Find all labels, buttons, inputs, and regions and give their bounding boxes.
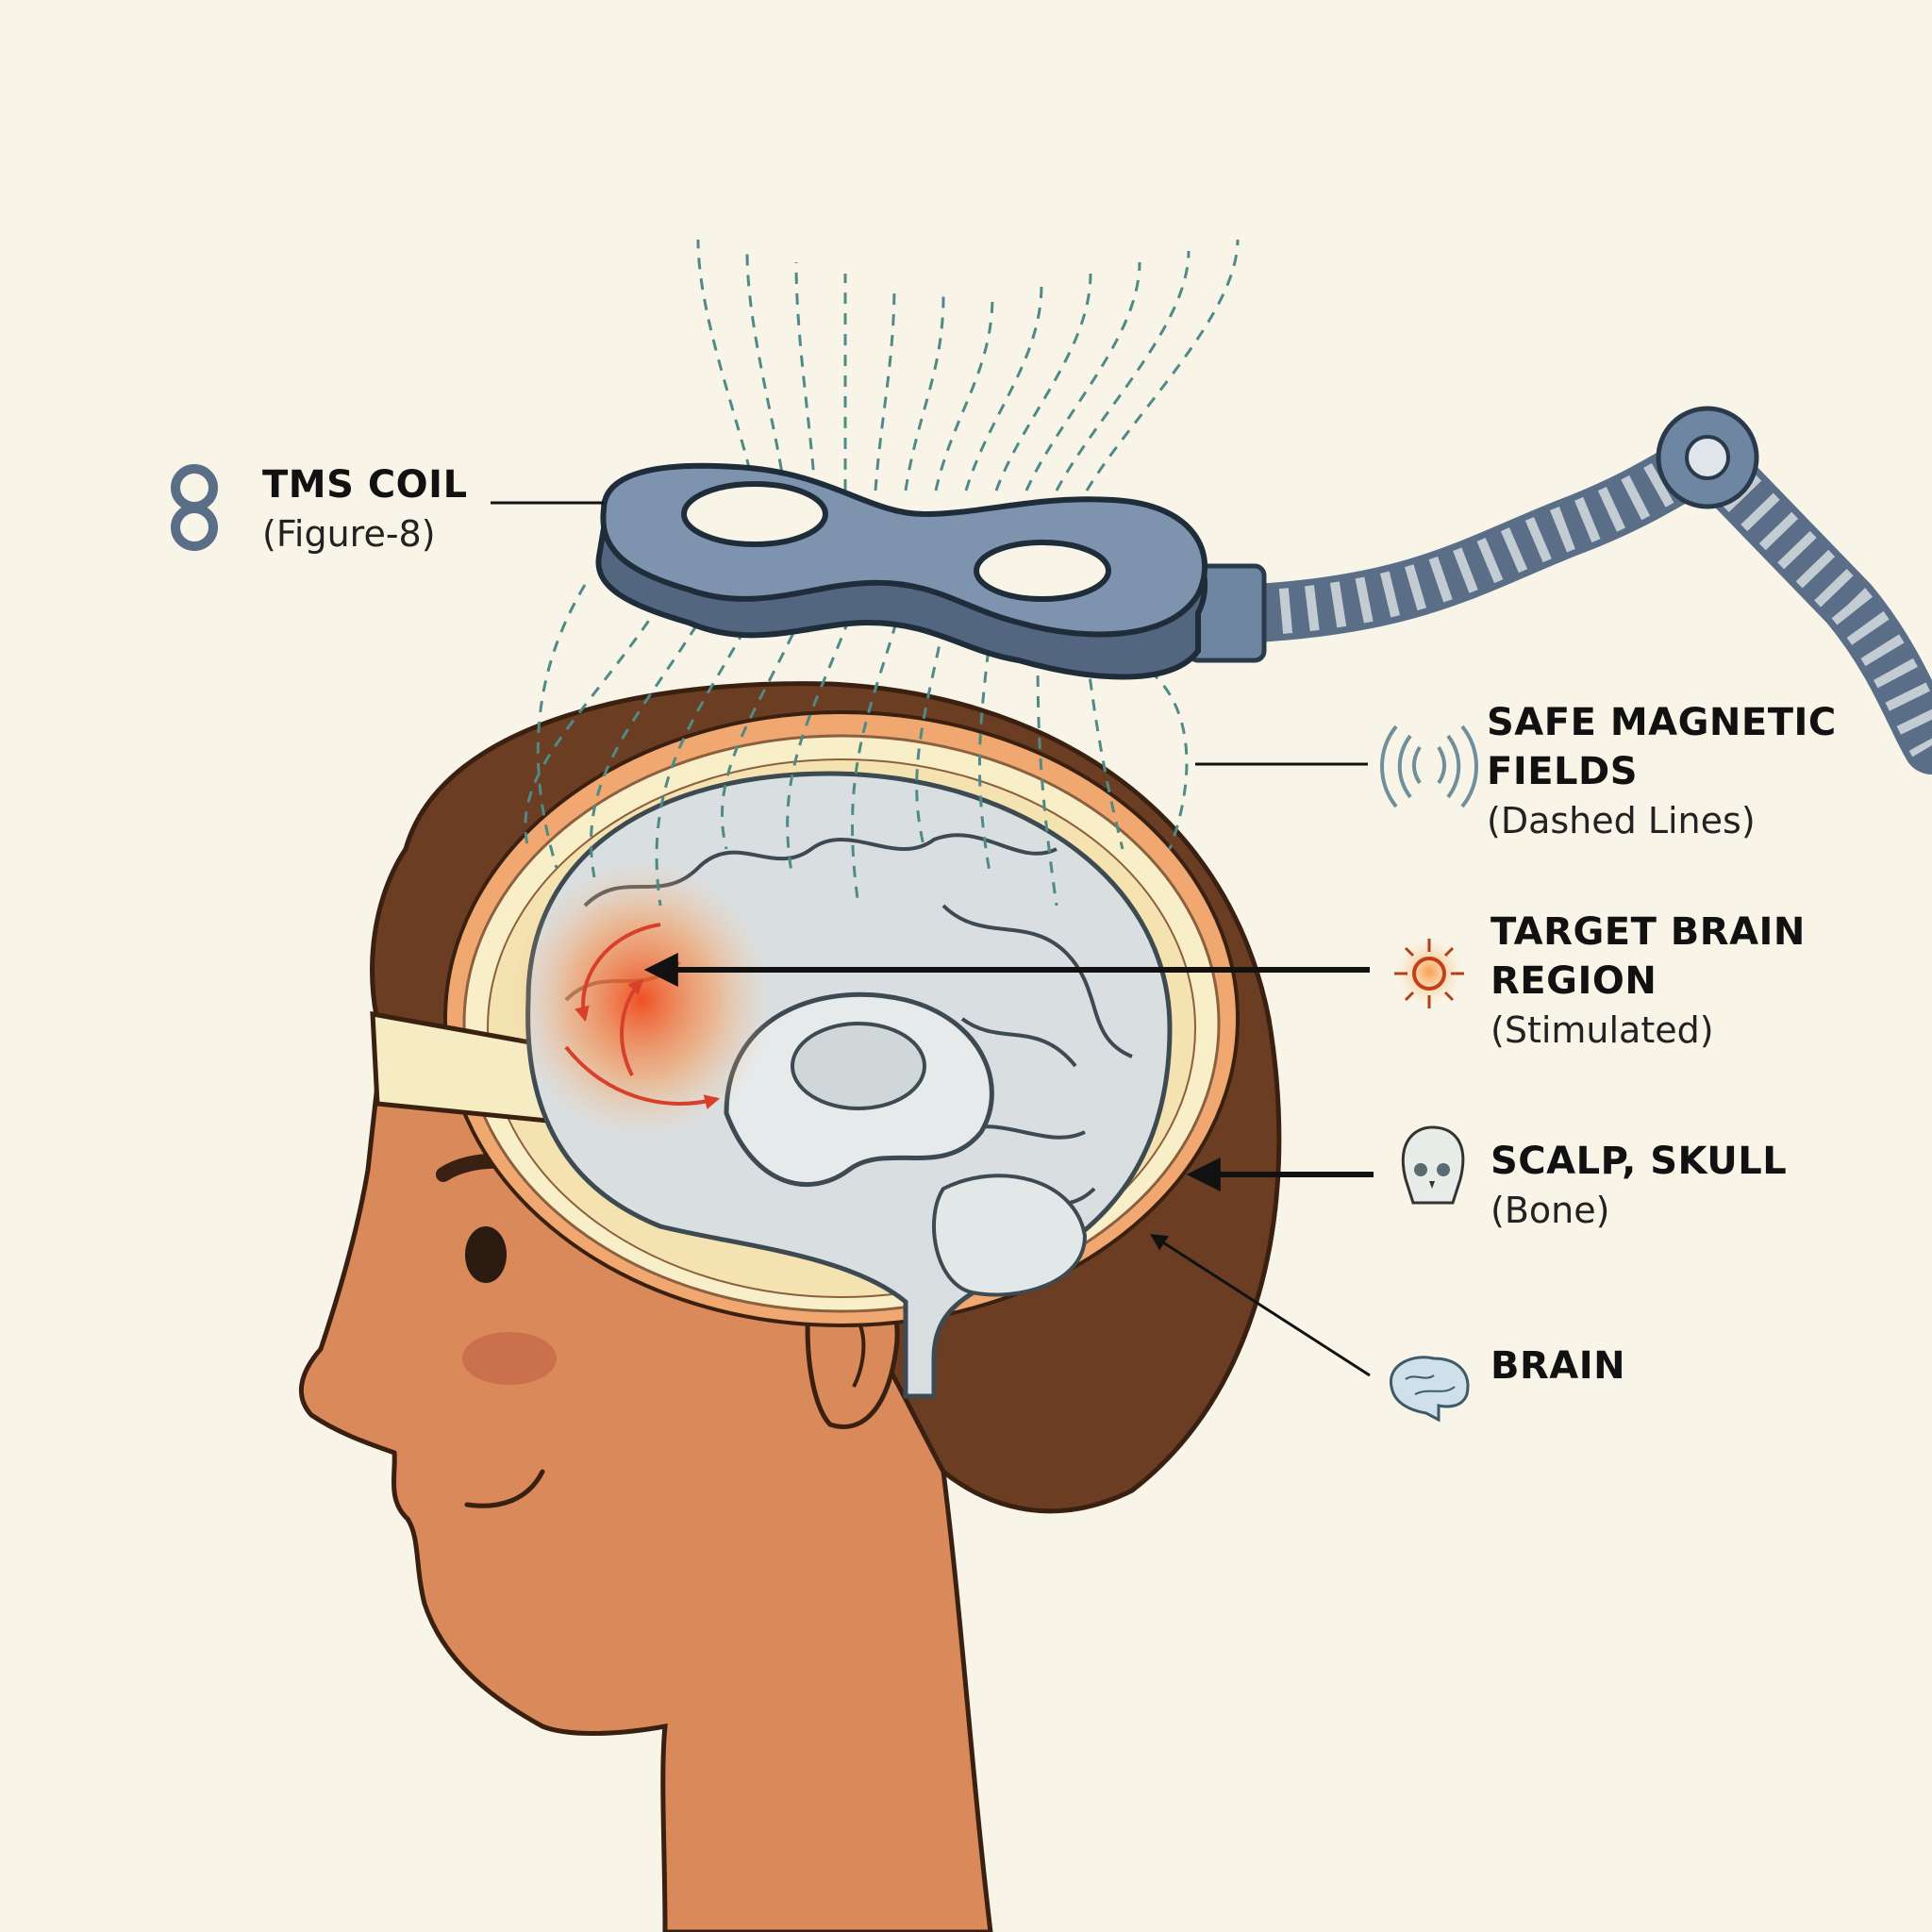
field-line xyxy=(994,273,1092,491)
field-line xyxy=(1085,239,1240,491)
field-line xyxy=(915,625,945,850)
fields-title-1: SAFE MAGNETIC xyxy=(1487,701,1837,744)
eye xyxy=(465,1226,507,1283)
field-line xyxy=(934,295,994,491)
field-line xyxy=(851,622,898,907)
brain-label: BRAIN xyxy=(1491,1341,1625,1391)
smile xyxy=(464,1469,545,1508)
target-subtitle: (Stimulated) xyxy=(1491,1009,1714,1051)
field-line xyxy=(524,603,662,850)
field-line xyxy=(1055,250,1191,491)
coil-subtitle: (Figure-8) xyxy=(262,513,436,555)
glowing-target-icon xyxy=(1394,938,1464,1008)
field-line xyxy=(977,629,992,878)
brain-icon xyxy=(1390,1356,1470,1423)
cheek xyxy=(462,1332,557,1385)
tms-coil xyxy=(595,462,1208,680)
skull-icon xyxy=(1401,1125,1465,1205)
coil-title: TMS COIL xyxy=(262,463,468,507)
field-line xyxy=(590,607,709,878)
fields-label: SAFE MAGNETIC FIELDS (Dashed Lines) xyxy=(1487,698,1837,845)
target-title-1: TARGET BRAIN xyxy=(1491,910,1806,954)
target-label: TARGET BRAIN REGION (Stimulated) xyxy=(1491,908,1806,1055)
field-line xyxy=(1024,261,1141,491)
field-line xyxy=(964,284,1043,491)
skull-subtitle: (Bone) xyxy=(1491,1190,1610,1231)
field-line xyxy=(794,261,817,491)
stimulation-glow xyxy=(509,858,774,1141)
field-line xyxy=(536,584,587,869)
fields-subtitle: (Dashed Lines) xyxy=(1487,800,1756,841)
field-line xyxy=(904,295,945,491)
field-line xyxy=(745,250,787,491)
brain-leader xyxy=(1149,1234,1371,1377)
brain-title: BRAIN xyxy=(1491,1344,1626,1388)
coil-label: TMS COIL (Figure-8) xyxy=(262,460,468,558)
cerebellum xyxy=(932,1174,1088,1297)
skull-title: SCALP, SKULL xyxy=(1491,1140,1788,1183)
skull-label: SCALP, SKULL (Bone) xyxy=(1491,1137,1787,1235)
field-line xyxy=(786,618,851,878)
field-line xyxy=(874,284,896,491)
figure-8-coil-icon xyxy=(171,464,218,551)
target-title-2: REGION xyxy=(1491,959,1657,1003)
field-line xyxy=(696,239,757,491)
magnetic-waves-icon xyxy=(1380,724,1478,808)
field-line xyxy=(655,610,757,907)
magnetic-field-lines xyxy=(524,239,1240,907)
fields-title-2: FIELDS xyxy=(1487,750,1639,793)
